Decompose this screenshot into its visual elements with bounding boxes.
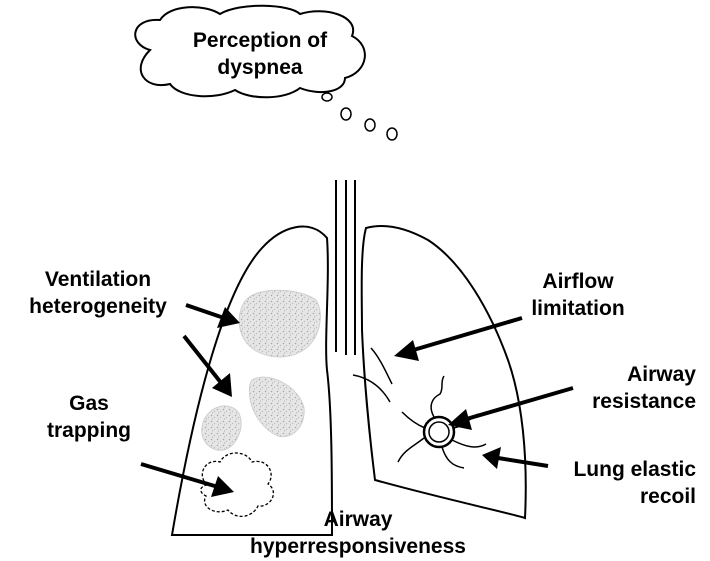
label-airway-hyperresponsiveness: Airway hyperresponsiveness — [230, 506, 486, 560]
thought-bubble-4 — [387, 128, 397, 140]
label-ventilation-heterogeneity: Ventilation heterogeneity — [0, 266, 196, 320]
thought-bubble-3 — [365, 119, 375, 131]
ventilation-patch-middle — [249, 377, 304, 437]
label-gas-trapping: Gas trapping — [34, 390, 144, 444]
airflow-line-1: Airflow — [510, 268, 646, 295]
elastic-line-2: recoil — [530, 483, 696, 510]
arrow-airflow-head — [394, 340, 419, 361]
label-airway-resistance: Airway resistance — [560, 361, 696, 415]
hyper-line-1: Airway — [230, 506, 486, 533]
hyper-line-2: hyperresponsiveness — [230, 533, 486, 560]
label-lung-elastic-recoil: Lung elastic recoil — [530, 456, 696, 510]
ventilation-patch-lower — [202, 406, 241, 450]
resistance-line-1: Airway — [560, 361, 696, 388]
thought-text: Perception of dyspnea — [160, 27, 360, 81]
ventilation-line-1: Ventilation — [0, 266, 196, 293]
gas-line-1: Gas — [34, 390, 144, 417]
thought-line-2: dyspnea — [160, 54, 360, 81]
thought-bubble-1 — [322, 93, 332, 101]
thought-line-1: Perception of — [160, 27, 360, 54]
ventilation-line-2: heterogeneity — [0, 293, 196, 320]
thought-bubble-2 — [341, 108, 351, 120]
arrow-resistance-head — [448, 409, 472, 430]
trachea — [336, 180, 355, 355]
ventilation-patch-upper — [239, 290, 320, 357]
gas-line-2: trapping — [34, 417, 144, 444]
airway-cross-section — [424, 417, 454, 447]
airflow-line-2: limitation — [510, 295, 646, 322]
elastic-line-1: Lung elastic — [530, 456, 696, 483]
bronchus-lines — [353, 348, 392, 402]
resistance-line-2: resistance — [560, 388, 696, 415]
arrow-elastic-head — [482, 447, 501, 469]
label-airflow-limitation: Airflow limitation — [510, 268, 646, 322]
arrow-airflow — [410, 318, 522, 351]
